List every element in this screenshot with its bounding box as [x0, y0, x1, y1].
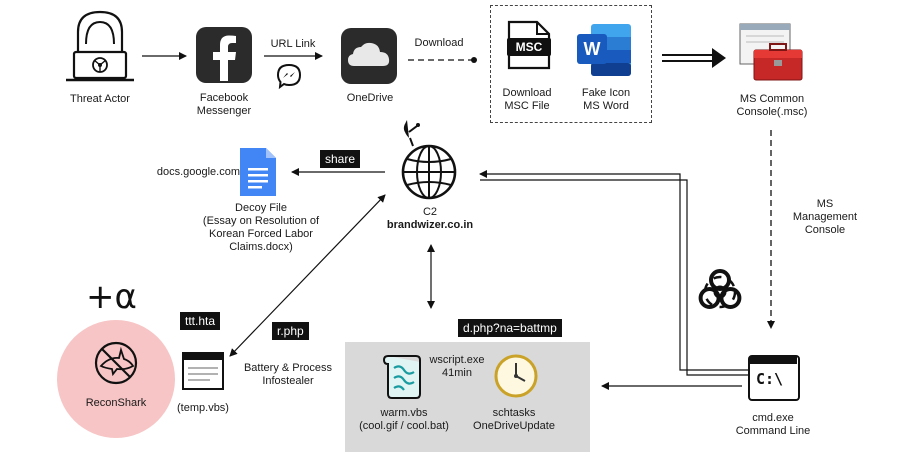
threat-actor-label: Threat Actor: [70, 93, 130, 105]
edge-c2-tempvbs: [229, 194, 386, 357]
temp-vbs-label: (temp.vbs): [177, 402, 229, 414]
shark-icon: [94, 341, 138, 385]
payload-dashed-box: [490, 5, 652, 123]
toolbox-icon: [739, 23, 803, 81]
script-icon: [382, 355, 421, 399]
ttt-hta-tag: ttt.hta: [180, 312, 221, 330]
r-php-tag: r.php: [272, 322, 309, 340]
d-php-tag: d.php?na=battmp: [458, 319, 562, 337]
facebook-icon: [196, 27, 252, 83]
onedrive-icon: [341, 28, 397, 84]
hacker-icon: [66, 10, 134, 82]
plus-alpha-label: +α: [86, 277, 137, 317]
edge-cmd-c2-a: [479, 170, 748, 371]
edge-cmd-c2-b: [480, 179, 748, 376]
clock-icon: [494, 354, 538, 398]
biohazard-icon: [698, 269, 742, 309]
c2-globe-icon: [401, 120, 457, 200]
google-docs-icon: [240, 148, 276, 196]
c2-title: C2: [422, 206, 438, 218]
onedrive-label: OneDrive: [346, 92, 394, 104]
word-icon-text: W: [583, 39, 601, 59]
word-icon: W: [575, 22, 633, 78]
cmd-icon-text: C:\: [756, 370, 784, 388]
url-link-label: URL Link: [270, 38, 316, 50]
docs-google-label: docs.google.com: [156, 166, 240, 178]
download-edge-label: Download: [414, 37, 464, 49]
warm-vbs-label: warm.vbs(cool.gif / cool.bat): [359, 407, 449, 432]
share-tag: share: [320, 150, 361, 168]
reconshark-circle: [57, 320, 175, 438]
c2-domain: brandwizer.co.in: [386, 219, 474, 231]
messenger-icon: [276, 63, 302, 90]
msc-file-icon: MSC: [507, 20, 551, 70]
reconshark-label: ReconShark: [85, 397, 147, 409]
msc-icon-text: MSC: [515, 40, 543, 54]
window-icon: [182, 352, 224, 390]
cmd-icon: C:\: [748, 355, 800, 401]
